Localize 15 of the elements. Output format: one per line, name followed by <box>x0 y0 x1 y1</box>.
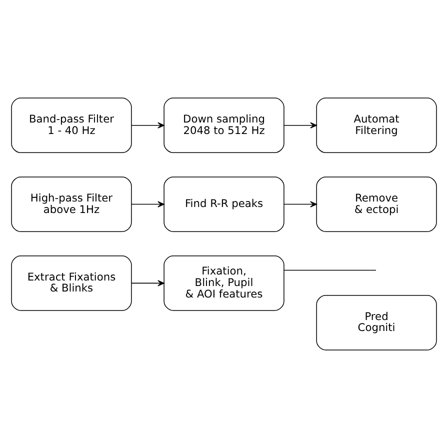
arrow <box>131 122 164 128</box>
node-box: Pred Cogniti <box>316 294 437 350</box>
node-box: Fixation, Blink, Pupil & AOI features <box>164 256 284 311</box>
arrow <box>284 122 317 128</box>
arrow <box>131 201 164 208</box>
node-box: Down sampling 2048 to 512 Hz <box>164 98 284 154</box>
node-box: Extract Fixations & Blinks <box>11 256 132 311</box>
arrow <box>131 280 164 286</box>
node-box: Remove & ectopi <box>316 176 437 232</box>
node-box: Find R-R peaks <box>164 176 284 232</box>
node-box: Automat Filtering <box>316 98 437 154</box>
node-box: Band-pass Filter 1 - 40 Hz <box>11 98 132 154</box>
node-box: High-pass Filter above 1Hz <box>11 176 132 232</box>
connector <box>284 270 376 271</box>
arrow <box>284 201 317 208</box>
